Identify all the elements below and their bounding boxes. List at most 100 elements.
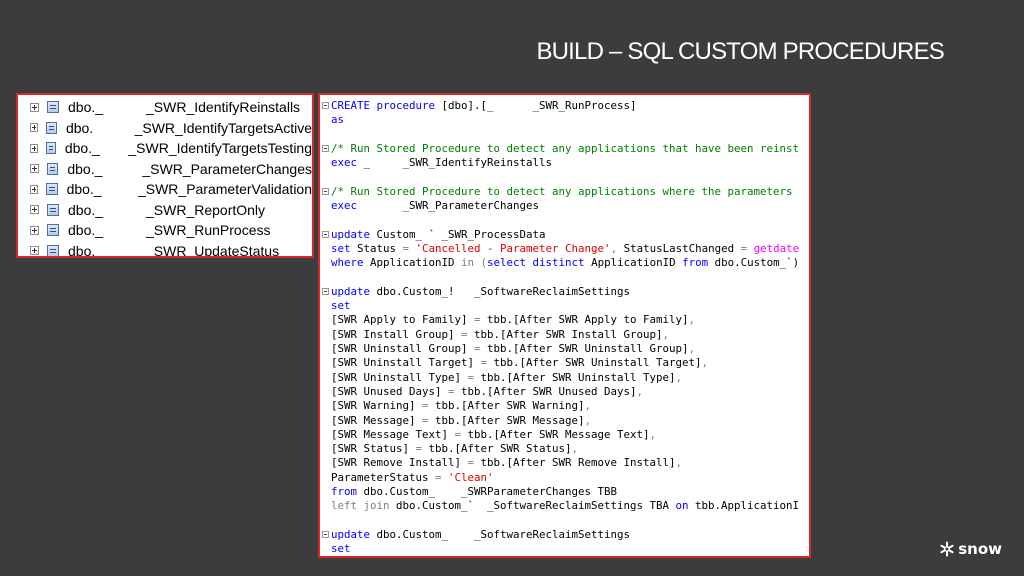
code-line (331, 514, 809, 528)
code-token: [SWR Uninstall Type] (331, 370, 468, 384)
code-area[interactable]: CREATE procedure [dbo].[_ _SWR_RunProces… (322, 99, 809, 556)
code-token: Custom_ ` _SWR_ProcessData (376, 227, 546, 241)
tree-item-stored-procedure[interactable]: dbo.__SWR_UpdateStatus (18, 241, 312, 258)
code-token: on (675, 499, 696, 513)
code-line: set (331, 542, 809, 556)
code-line: /* Run Stored Procedure to detect any ap… (322, 184, 809, 199)
brand-logo-text: snow (958, 540, 1002, 558)
query-editor-panel[interactable]: CREATE procedure [dbo].[_ _SWR_RunProces… (318, 93, 811, 558)
tree-item-stored-procedure[interactable]: dbo.__SWR_ParameterChanges (18, 159, 312, 180)
code-token: exec (331, 156, 364, 170)
expand-plus-icon[interactable] (30, 143, 38, 153)
code-token: = (454, 427, 468, 441)
code-line: set (331, 299, 809, 313)
code-token: [SWR Warning] (331, 399, 423, 413)
code-line: [SWR Uninstall Target] = tbb.[After SWR … (331, 356, 809, 370)
tree-item-label: _SWR_RunProcess (146, 222, 271, 239)
code-line: from dbo.Custom_ _SWRParameterChanges TB… (331, 485, 809, 499)
code-token: /* Run Stored Procedure to detect any ap… (331, 184, 793, 198)
code-token: [SWR Uninstall Group] (331, 342, 475, 356)
code-line: as (331, 113, 809, 127)
tree-item-stored-procedure[interactable]: dbo.__SWR_IdentifyReinstalls (18, 97, 312, 118)
code-token: dbo.Custom_! _SoftwareReclaimSettings (376, 284, 631, 298)
code-token: , (584, 399, 592, 413)
code-line: CREATE procedure [dbo].[_ _SWR_RunProces… (322, 99, 809, 113)
outline-gutter (323, 95, 331, 556)
code-token: [SWR Message] (331, 413, 423, 427)
code-token: Status (357, 241, 403, 255)
code-token: , (701, 356, 709, 370)
tree-item-stored-procedure[interactable]: dbo.__SWR_IdentifyTargetsTesting (18, 138, 312, 159)
code-token: 'Cancelled - Parameter Change' (415, 241, 611, 255)
tree-item-label: _SWR_UpdateStatus (146, 242, 280, 258)
code-line: exec _SWR_ParameterChanges (331, 199, 809, 213)
expand-plus-icon[interactable] (30, 123, 39, 133)
code-token: ApplicationID (591, 256, 683, 270)
collapse-minus-icon[interactable] (322, 230, 329, 238)
tree-item-schema: dbo._ (68, 201, 104, 218)
tree-item-label: _SWR_IdentifyTargetsActive (134, 119, 312, 136)
code-token: /* Run Stored Procedure to detect any ap… (331, 141, 800, 155)
code-token: tbb.[After SWR Apply to Family] (487, 313, 689, 327)
stored-procedure-icon (47, 203, 59, 216)
code-token: _SWR_ParameterChanges (363, 199, 540, 213)
code-token: tbb.[After SWR Message Text] (467, 427, 650, 441)
code-token: where (331, 256, 371, 270)
code-token: tbb.[After SWR Uninstall Type] (480, 370, 676, 384)
code-token: tbb.[After SWR Uninstall Target] (493, 356, 702, 370)
code-token: set (331, 241, 358, 255)
code-line (331, 271, 809, 285)
tree-item-stored-procedure[interactable]: dbo.__SWR_RunProcess (18, 220, 312, 241)
code-line: where ApplicationID in (select distinct … (331, 256, 809, 270)
code-token: update (331, 227, 377, 241)
code-line: set Status = 'Cancelled - Parameter Chan… (331, 242, 809, 256)
code-token: dbo.Custom_ _SWRParameterChanges TBB (363, 485, 618, 499)
collapse-minus-icon[interactable] (322, 102, 329, 109)
snowflake-icon (940, 541, 954, 557)
collapse-minus-icon[interactable] (322, 144, 329, 152)
code-token: = (415, 442, 429, 456)
code-token: dbo.Custom_ _SoftwareReclaimSettings (376, 527, 631, 541)
expand-plus-icon[interactable] (30, 164, 39, 174)
collapse-minus-icon[interactable] (322, 187, 329, 195)
code-token: = (422, 413, 436, 427)
expand-plus-icon[interactable] (30, 102, 39, 112)
code-line: exec _ _SWR_IdentifyReinstalls (331, 156, 809, 170)
code-token: , (675, 456, 683, 470)
collapse-minus-icon[interactable] (322, 287, 329, 295)
code-token: = (435, 470, 449, 484)
tree-item-stored-procedure[interactable]: dbo.__SWR_ParameterValidation (18, 179, 312, 200)
tree-item-schema: dbo._ (66, 181, 102, 198)
expand-plus-icon[interactable] (30, 205, 39, 215)
brand-logo: snow (939, 540, 1002, 558)
code-line: update dbo.Custom_ _SoftwareReclaimSetti… (322, 527, 809, 542)
tree-item-stored-procedure[interactable]: dbo._SWR_IdentifyTargetsActive (18, 118, 312, 139)
expand-plus-icon[interactable] (30, 184, 39, 194)
code-token: from (682, 256, 715, 270)
code-token: set (331, 542, 351, 556)
code-token: = (740, 241, 754, 255)
code-line: [SWR Install Group] = tbb.[After SWR Ins… (331, 328, 809, 342)
code-token: as (331, 113, 345, 127)
stored-procedure-icon (47, 101, 59, 114)
slide-title: BUILD – SQL CUSTOM PROCEDURES (536, 38, 944, 65)
code-line (331, 170, 809, 184)
code-token: = (448, 384, 462, 398)
code-token: = (422, 399, 436, 413)
expand-plus-icon[interactable] (30, 225, 39, 235)
tree-item-schema: dbo._ (64, 140, 100, 157)
code-line: update Custom_ ` _SWR_ProcessData (322, 227, 809, 242)
stored-procedure-icon (47, 244, 59, 256)
code-token: set (331, 299, 351, 313)
code-token: tbb.[After SWR Status] (428, 442, 572, 456)
code-token: = (467, 370, 481, 384)
code-token: [SWR Message Text] (331, 427, 455, 441)
code-line (331, 213, 809, 227)
expand-plus-icon[interactable] (30, 246, 39, 256)
collapse-minus-icon[interactable] (322, 530, 329, 538)
code-line: [SWR Message Text] = tbb.[After SWR Mess… (331, 428, 809, 442)
tree-item-stored-procedure[interactable]: dbo.__SWR_ReportOnly (18, 200, 312, 221)
code-token: ApplicationID (370, 256, 462, 270)
code-token: [dbo].[_ _SWR_RunProcess] (441, 99, 637, 112)
